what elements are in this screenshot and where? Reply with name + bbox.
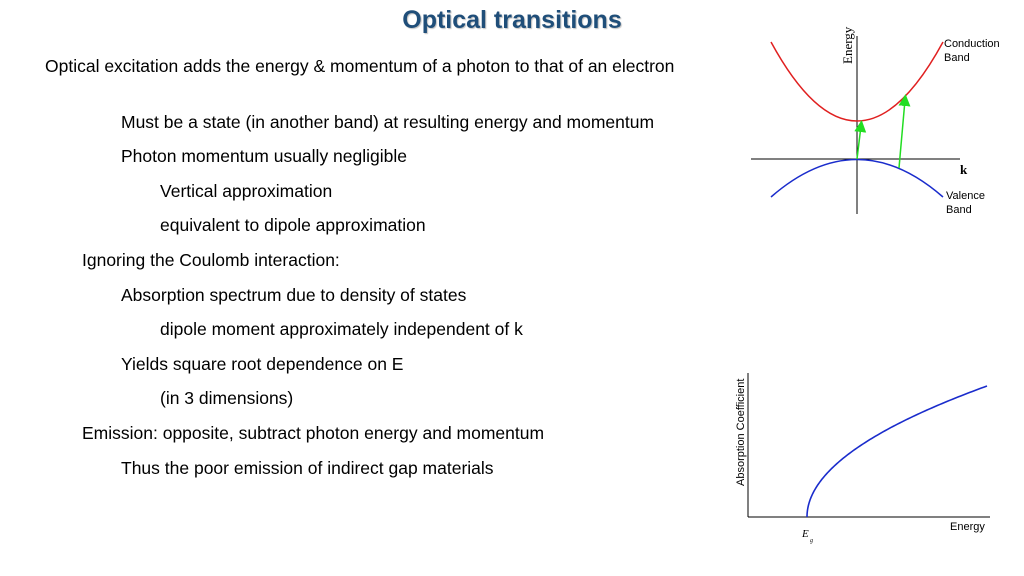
bullet-level2: Thus the poor emission of indirect gap m… <box>121 458 494 478</box>
absorption-y-label: Absorption Coefficient <box>735 379 747 486</box>
valence-band-curve <box>770 158 944 198</box>
indirect-transition-arrow <box>898 94 911 169</box>
bullet-level2: Must be a state (in another band) at res… <box>121 112 655 132</box>
bullet-level2: Absorption spectrum due to density of st… <box>121 285 467 305</box>
conduction-band-label: Conduction <box>944 38 1000 50</box>
band-gap-subscript: g <box>810 538 813 544</box>
bullet-level3: Vertical approximation <box>160 181 333 201</box>
conduction-band-label: Band <box>944 52 970 64</box>
bullet-level1b: Emission: opposite, subtract photon ener… <box>82 423 545 443</box>
bullet-level1: Optical excitation adds the energy & mom… <box>45 56 675 76</box>
valence-band-label: Valence <box>946 190 985 202</box>
bullet-level2: Yields square root dependence on E <box>121 354 404 374</box>
bullet-level3: equivalent to dipole approximation <box>160 215 426 235</box>
band-gap-label: E <box>801 528 809 540</box>
absorption-curve <box>806 385 988 518</box>
energy-axis-label: Energy <box>840 26 855 64</box>
bullet-level3: (in 3 dimensions) <box>160 388 294 408</box>
bullet-level3: dipole moment approximately independent … <box>160 319 523 339</box>
absorption-x-label: Energy <box>950 521 985 533</box>
k-axis-label: k <box>960 162 968 177</box>
slide-title: Optical transitions <box>402 6 622 34</box>
bullet-level1b: Ignoring the Coulomb interaction: <box>82 250 340 270</box>
direct-transition-arrow <box>854 120 867 160</box>
bullet-level2: Photon momentum usually negligible <box>121 146 407 166</box>
valence-band-label: Band <box>946 204 972 216</box>
